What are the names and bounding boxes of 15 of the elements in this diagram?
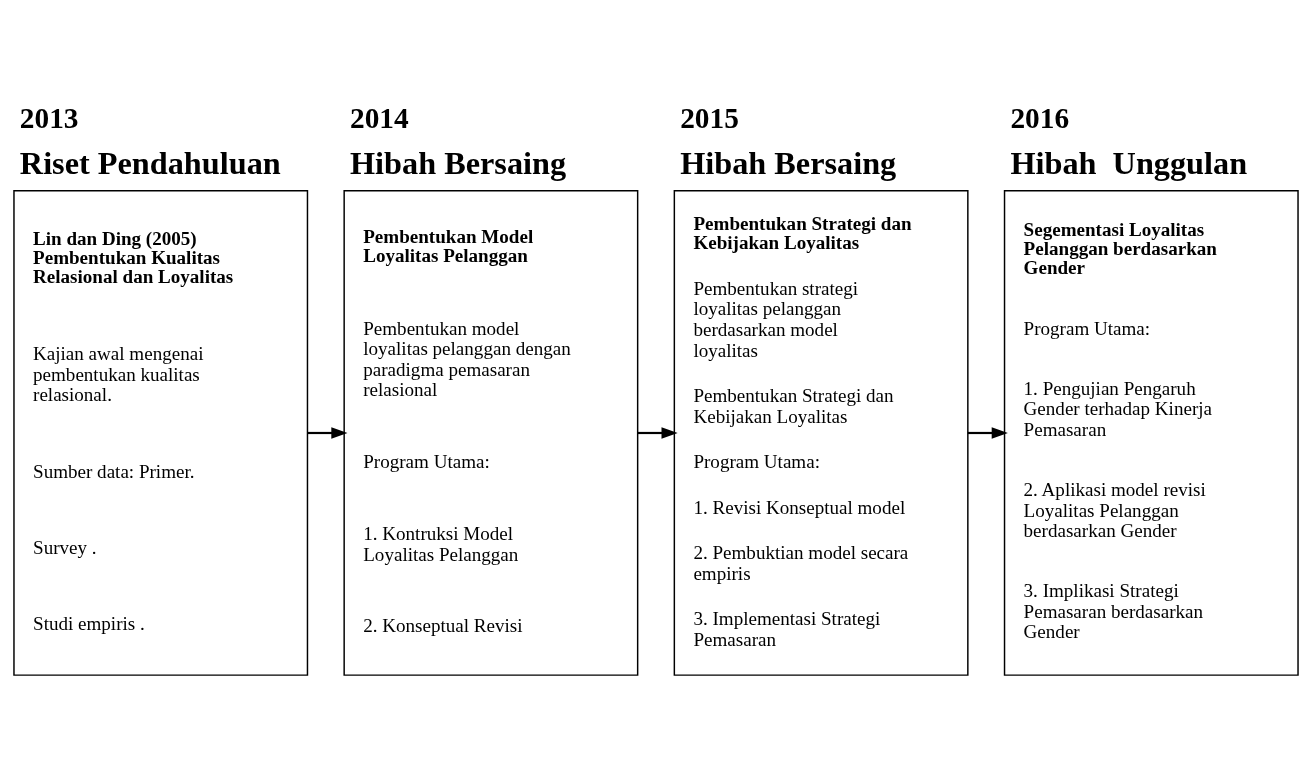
node-label: 2016: [1010, 101, 1070, 134]
node-label: 2014: [350, 101, 409, 134]
node-label: 2013: [19, 101, 79, 134]
node-label: Hibah Unggulan: [1010, 144, 1248, 181]
node-label: Riset Pendahuluan: [19, 144, 281, 181]
node-box: Lin dan Ding (2005) Pembentukan Kualitas Relasional dan Loyalitas Kajian awal mengenai pembentukan kualitas relasional. Sumber data: Primer. Survey . Studi empiris .: [13, 189, 309, 676]
node-label: Hibah Bersaing: [680, 144, 897, 181]
node-box: Segementasi Loyalitas Pelanggan berdasarkan Gender Program Utama: 1. Pengujian Pengaruh Gender terhadap Kinerja Pemasaran 2. Aplikasi model revisi Loyalitas Pelanggan berdasarkan Gender 3. Implikasi Strategi Pemasaran berdasarkan Gender: [1003, 189, 1299, 676]
arrow: [307, 426, 348, 439]
arrow: [637, 426, 678, 439]
node-box: Pembentukan Model Loyalitas Pelanggan Pembentukan model loyalitas pelanggan dengan paradigma pemasaran relasional Program Utama: 1. Kontruksi Model Loyalitas Pelanggan 2. Konseptual Revisi: [343, 189, 639, 676]
arrow: [967, 426, 1008, 439]
node-label: Hibah Bersaing: [350, 144, 567, 181]
node-label: 2015: [680, 101, 739, 134]
node-box: Pembentukan Strategi dan Kebijakan Loyalitas Pembentukan strategi loyalitas pelanggan berdasarkan model loyalitas Pembentukan Strategi dan Kebijakan Loyalitas Program Utama: 1. Revisi Konseptual model 2. Pembuktian model secara empiris 3. Implementasi Strategi Pemasaran: [673, 189, 969, 676]
